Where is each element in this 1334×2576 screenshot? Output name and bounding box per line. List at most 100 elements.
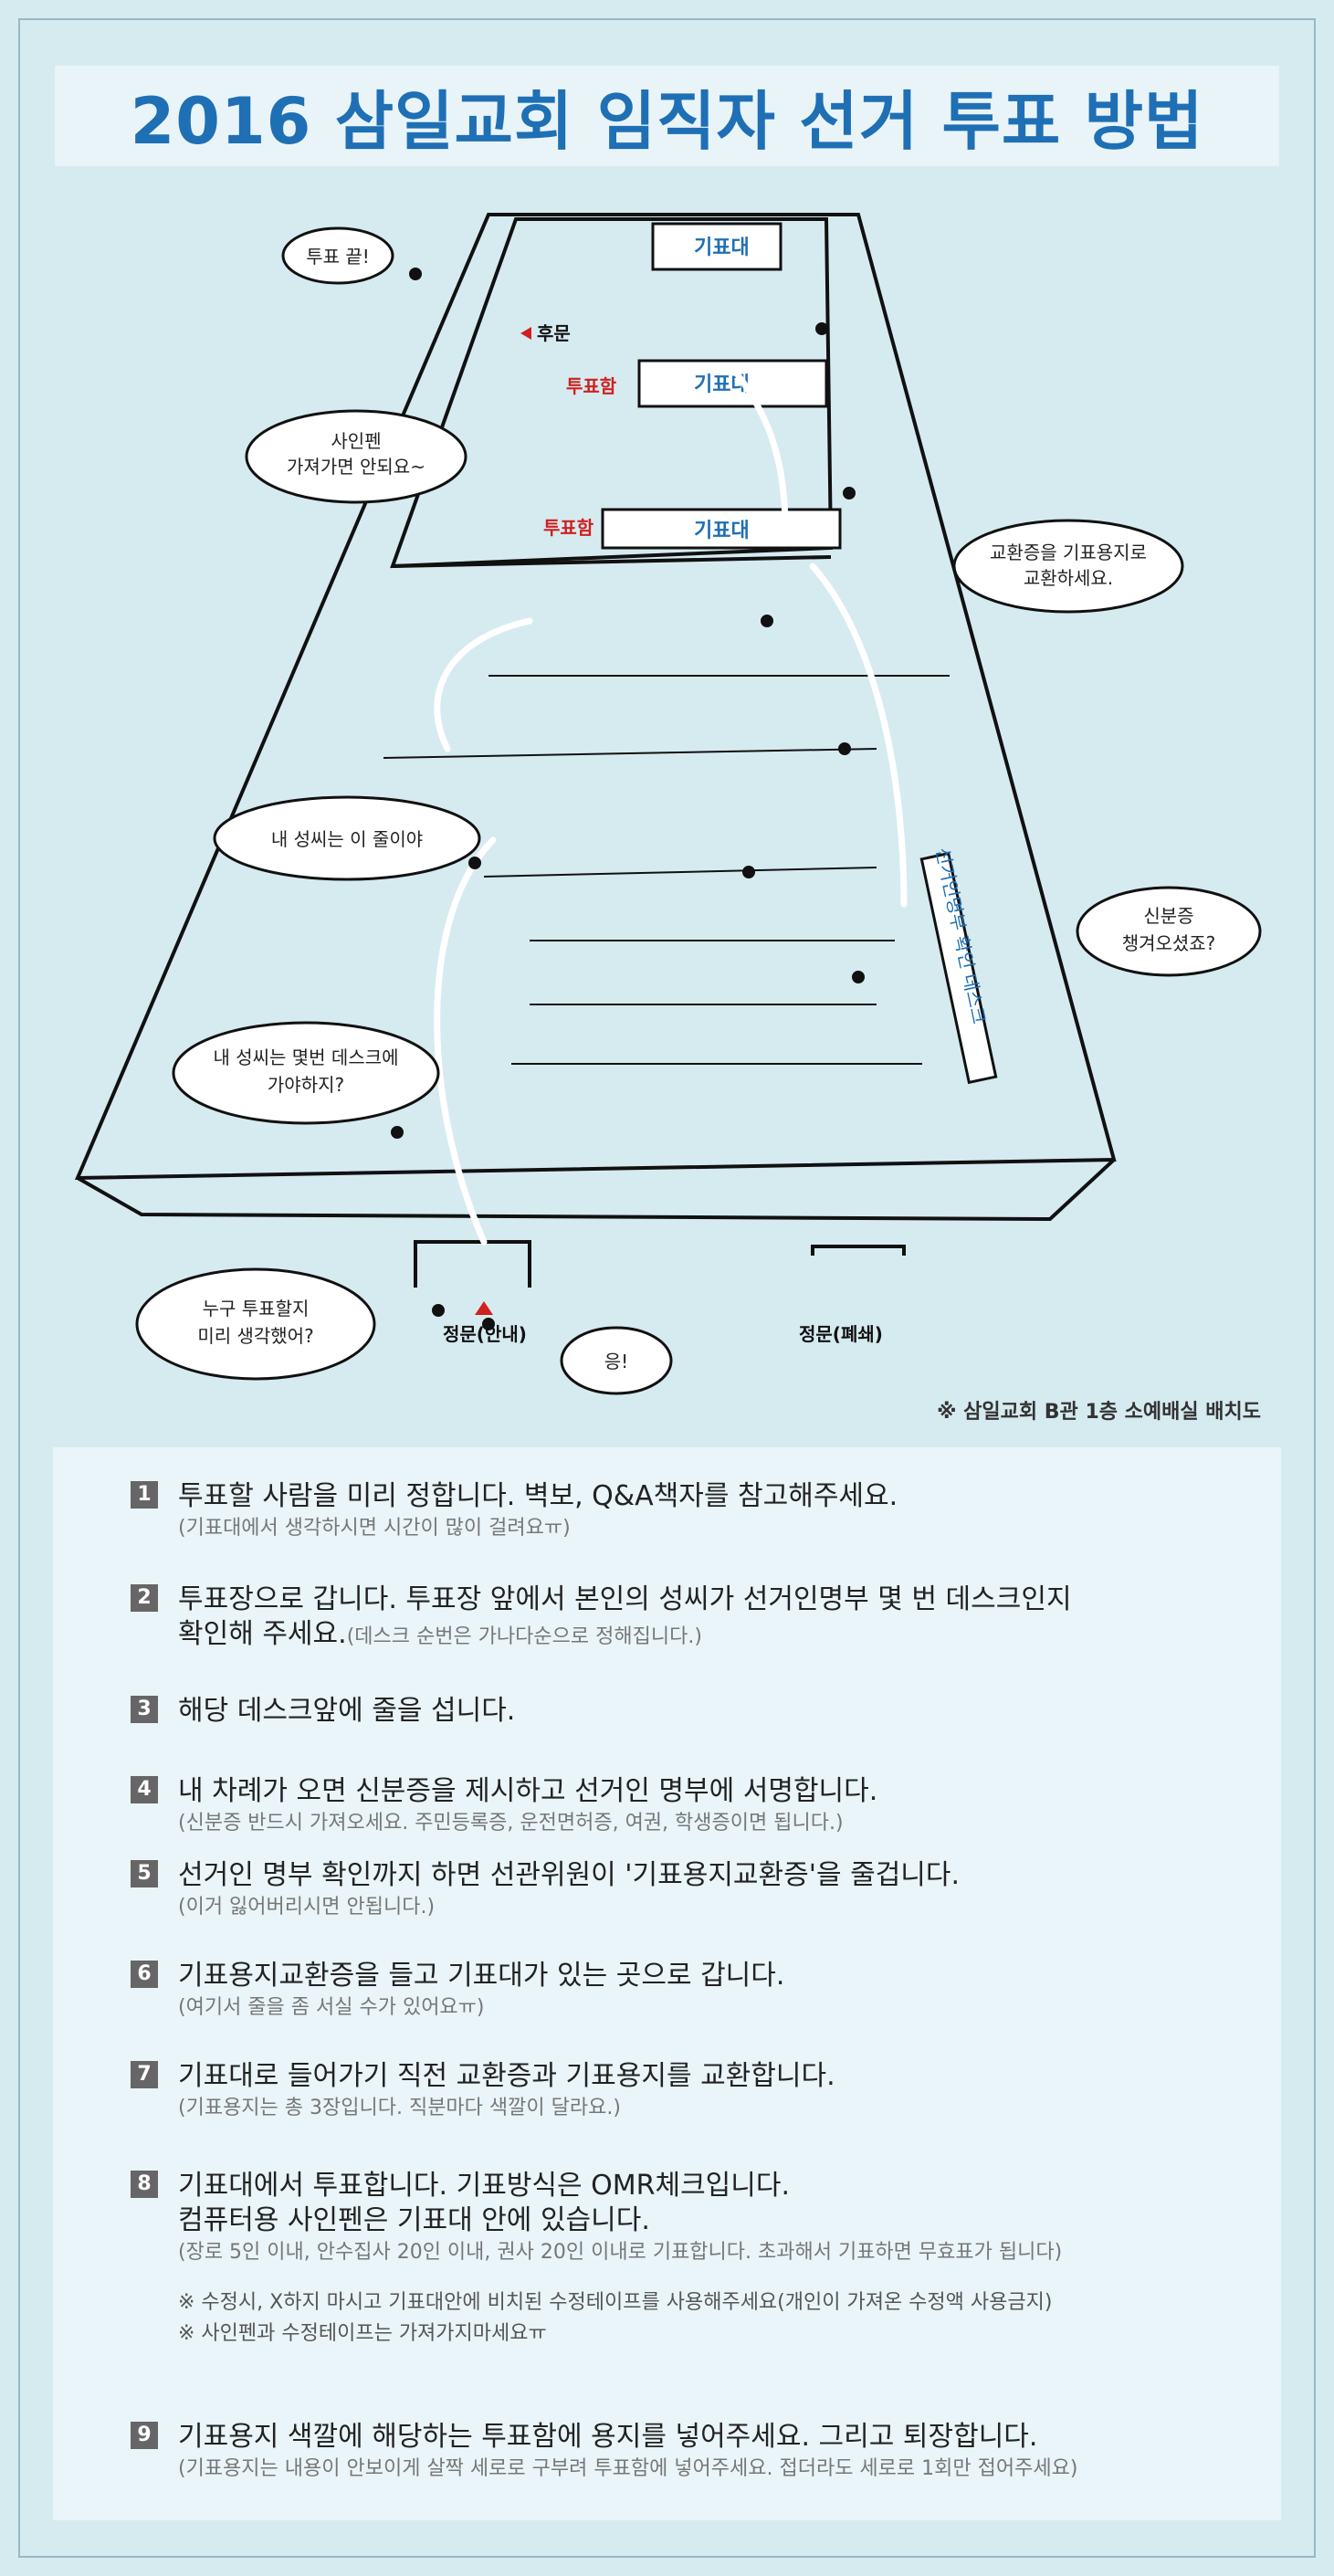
step-main: 기표대에서 투표합니다. 기표방식은 OMR체크입니다.: [178, 2170, 791, 2202]
step-number: 4: [131, 1776, 158, 1803]
step-main: 투표장으로 갑니다. 투표장 앞에서 본인의 성씨가 선거인명부 몇 번 데스크…: [178, 1583, 1072, 1615]
person-figure: [409, 268, 422, 280]
ballot-box-label: 투표함: [543, 517, 594, 539]
flow-arrow: [727, 362, 789, 533]
step-number: 2: [131, 1584, 158, 1612]
step-number: 8: [131, 2171, 158, 2198]
bubble-which-desk-line2: 가야하지?: [268, 1074, 344, 1096]
step-number: 3: [131, 1696, 158, 1723]
flow-arrow: [809, 563, 908, 908]
closed-door-label: 정문(폐쇄): [799, 1323, 883, 1345]
step-4: 4 내 차례가 오면 신분증을 제시하고 선거인 명부에 서명합니다. (신분증…: [131, 1774, 1226, 1838]
queue-rope: [383, 748, 877, 759]
bubble-id-line1: 신분증: [1143, 905, 1193, 927]
person-figure: [838, 742, 851, 755]
step-1: 1 투표할 사람을 미리 정합니다. 벽보, Q&A책자를 참고해주세요. (기…: [131, 1479, 1226, 1543]
step-main: 투표할 사람을 미리 정합니다. 벽보, Q&A책자를 참고해주세요.: [178, 1480, 898, 1512]
step-3: 3 해당 데스크앞에 줄을 섭니다.: [131, 1694, 1226, 1729]
person-figure: [815, 322, 828, 335]
step-sub: (장로 5인 이내, 안수집사 20인 이내, 권사 20인 이내로 기표합니다…: [178, 2241, 1063, 2264]
bubble-shape: [1076, 886, 1262, 977]
main-door-shape: [414, 1240, 531, 1288]
bubble-my-line-text: 내 성씨는 이 줄이야: [271, 828, 423, 850]
bubble-pen-line2: 가져가면 안되요~: [287, 456, 425, 478]
bubble-exchange-line1: 교환증을 기표용지로: [990, 541, 1147, 563]
step-number: 5: [131, 1860, 158, 1887]
booth-rect: [601, 508, 842, 550]
bubble-shape: [281, 226, 394, 285]
ballot-box-label: 투표함: [566, 375, 617, 397]
step-main: 기표대로 들어가기 직전 교환증과 기표용지를 교환합니다.: [178, 2060, 835, 2092]
bubble-who-line1: 누구 투표할지: [203, 1298, 310, 1320]
step-sub: (기표대에서 생각하시면 시간이 많이 걸려요ㅠ): [178, 1517, 571, 1540]
bubble-which-desk-line1: 내 성씨는 몇번 데스크에: [213, 1046, 398, 1068]
step-9: 9 기표용지 색깔에 해당하는 투표함에 용지를 넣어주세요. 그리고 퇴장합니…: [131, 2420, 1226, 2484]
page-title: 2016 삼일교회 임직자 선거 투표 방법: [130, 83, 1204, 159]
back-door-marker: [520, 327, 531, 340]
step-number: 6: [131, 1961, 158, 1988]
person-figure: [482, 1318, 495, 1330]
step-sub: (기표용지는 내용이 안보이게 살짝 세로로 구부려 투표함에 넣어주세요. 접…: [178, 2457, 1078, 2480]
step-main: 기표용지 색깔에 해당하는 투표함에 용지를 넣어주세요. 그리고 퇴장합니다.: [178, 2421, 1038, 2453]
person-figure: [742, 866, 755, 878]
booth-rect: [637, 359, 828, 408]
main-door-marker: [475, 1301, 493, 1315]
bubble-shape: [560, 1326, 673, 1395]
bubble-shape: [245, 409, 467, 504]
step-main: 해당 데스크앞에 줄을 섭니다.: [178, 1695, 516, 1727]
step-note: ※ 사인펜과 수정테이프는 가져가지마세요ㅠ: [178, 2322, 547, 2345]
step-number: 1: [131, 1481, 158, 1509]
room-divider: [392, 555, 832, 568]
bubble-shape: [952, 519, 1184, 614]
floor-map: 기표대 기표대 기표대 투표함 투표함 후문 정문(안내) 정문(폐쇄) 선거인…: [55, 183, 1279, 1434]
person-figure: [468, 857, 481, 869]
bubble-id-line2: 챙겨오셨죠?: [1122, 932, 1216, 954]
flow-arrow: [434, 617, 533, 752]
step-number: 7: [131, 2061, 158, 2088]
person-figure: [852, 971, 865, 983]
step-main: 내 차례가 오면 신분증을 제시하고 선거인 명부에 서명합니다.: [178, 1775, 878, 1807]
step-main: 기표용지교환증을 들고 기표대가 있는 곳으로 갑니다.: [178, 1960, 785, 1992]
step-8: 8 기표대에서 투표합니다. 기표방식은 OMR체크입니다. 컴퓨터용 사인펜은…: [131, 2169, 1226, 2350]
steps-panel: 1 투표할 사람을 미리 정합니다. 벽보, Q&A책자를 참고해주세요. (기…: [53, 1447, 1281, 2520]
step-2: 2 투표장으로 갑니다. 투표장 앞에서 본인의 성씨가 선거인명부 몇 번 데…: [131, 1582, 1226, 1655]
step-5: 5 선거인 명부 확인까지 하면 선관위원이 '기표용지교환증'을 줄겁니다. …: [131, 1858, 1226, 1922]
queue-rope: [483, 867, 877, 878]
bubble-pen-line1: 사인펜: [331, 430, 381, 452]
title-banner: 2016 삼일교회 임직자 선거 투표 방법: [55, 66, 1279, 166]
step-main-line2: 확인해 주세요.(데스크 순번은 가나다순으로 정해집니다.): [178, 1617, 1226, 1655]
step-6: 6 기표용지교환증을 들고 기표대가 있는 곳으로 갑니다. (여기서 줄을 좀…: [131, 1959, 1226, 2023]
booth-label: 기표대: [694, 237, 750, 259]
bubble-who-line2: 미리 생각했어?: [197, 1325, 313, 1347]
bubble-shape: [213, 795, 481, 881]
floor-map-drawing: 기표대 기표대 기표대 투표함 투표함 후문 정문(안내) 정문(폐쇄) 선거인…: [74, 213, 1262, 1395]
booth-label: 기표대: [694, 520, 750, 542]
step-sub: (여기서 줄을 좀 서실 수가 있어요ㅠ): [178, 1996, 485, 2019]
desk-rect: [919, 851, 998, 1085]
closed-door-shape: [811, 1245, 906, 1256]
bubble-exchange-line2: 교환하세요.: [1024, 567, 1113, 589]
booth-rect: [651, 222, 783, 271]
page-frame: [18, 18, 1316, 2558]
person-figure: [432, 1304, 445, 1317]
step-sub: (이거 잃어버리시면 안됩니다.): [178, 1896, 436, 1919]
map-caption: ※ 삼일교회 B관 1층 소예배실 배치도: [937, 1401, 1261, 1424]
step-number: 9: [131, 2422, 158, 2449]
back-door-label: 후문: [537, 322, 571, 344]
bubble-yes-text: 응!: [604, 1351, 628, 1372]
bubble-shape: [172, 1021, 440, 1125]
bubble-done-text: 투표 끝!: [306, 246, 370, 268]
step-sub-inline: (데스크 순번은 가나다순으로 정해집니다.): [346, 1625, 702, 1648]
flow-arrow: [434, 836, 497, 1246]
bubble-shape: [135, 1267, 376, 1381]
step-note: ※ 수정시, X하지 마시고 기표대안에 비치된 수정테이프를 사용해주세요(개…: [178, 2291, 1053, 2314]
step-main2: 확인해 주세요.: [178, 1618, 347, 1650]
step-7: 7 기표대로 들어가기 직전 교환증과 기표용지를 교환합니다. (기표용지는 …: [131, 2059, 1226, 2123]
step-sub: (신분증 반드시 가져오세요. 주민등록증, 운전면허증, 여권, 학생증이면 …: [178, 1812, 844, 1835]
step-main-line2: 컴퓨터용 사인펜은 기표대 안에 있습니다.: [178, 2204, 650, 2236]
person-figure: [391, 1126, 404, 1139]
step-main: 선거인 명부 확인까지 하면 선관위원이 '기표용지교환증'을 줄겁니다.: [178, 1859, 961, 1891]
hall-front-edge: [77, 1158, 1116, 1222]
person-figure: [761, 615, 773, 627]
person-figure: [843, 487, 856, 499]
